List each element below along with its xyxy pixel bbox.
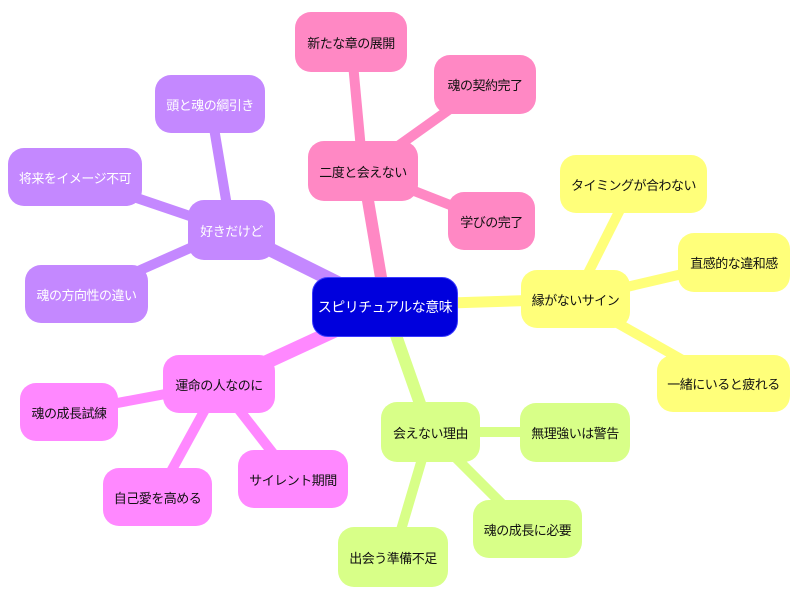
leaf-node-learning-complete[interactable]: 学びの完了 bbox=[448, 192, 535, 250]
node-label: 二度と会えない bbox=[319, 165, 407, 181]
node-label: 出会う準備不足 bbox=[349, 551, 437, 567]
node-label: 無理強いは警告 bbox=[531, 427, 619, 442]
leaf-node-soul-contract-complete[interactable]: 魂の契約完了 bbox=[434, 55, 536, 114]
node-label: 運命の人なのに bbox=[175, 378, 263, 394]
leaf-node-raise-self-love[interactable]: 自己愛を高める bbox=[103, 468, 212, 526]
node-label: 会えない理由 bbox=[392, 426, 469, 442]
leaf-node-silent-period[interactable]: サイレント期間 bbox=[238, 450, 348, 508]
node-label: 新たな章の展開 bbox=[307, 36, 395, 52]
node-label: 魂の成長試練 bbox=[31, 406, 107, 422]
node-label: 将来をイメージ不可 bbox=[18, 171, 132, 187]
leaf-node-tired-together[interactable]: 一緒にいると疲れる bbox=[657, 355, 790, 412]
central-topic-label: スピリチュアルな意味 bbox=[317, 300, 453, 316]
leaf-node-soul-direction-difference[interactable]: 魂の方向性の違い bbox=[25, 265, 148, 323]
branch-node-destined-person[interactable]: 運命の人なのに bbox=[163, 355, 275, 413]
leaf-node-timing-mismatch[interactable]: タイミングが合わない bbox=[560, 155, 707, 213]
node-label: 一緒にいると疲れる bbox=[667, 378, 780, 393]
node-label: 自己愛を高める bbox=[113, 491, 202, 507]
leaf-node-not-ready-to-meet[interactable]: 出会う準備不足 bbox=[338, 527, 448, 587]
branch-node-like-but[interactable]: 好きだけど bbox=[188, 200, 275, 260]
node-label: 頭と魂の綱引き bbox=[166, 98, 254, 114]
node-label: 魂の契約完了 bbox=[447, 79, 523, 94]
leaf-node-needed-for-soul-growth[interactable]: 魂の成長に必要 bbox=[473, 500, 582, 558]
node-label: 直感的な違和感 bbox=[690, 257, 778, 272]
node-label: 好きだけど bbox=[200, 224, 263, 240]
node-label: タイミングが合わない bbox=[570, 178, 697, 194]
central-topic-node[interactable]: スピリチュアルな意味 bbox=[312, 277, 458, 337]
branch-node-reason-cannot-meet[interactable]: 会えない理由 bbox=[381, 402, 480, 462]
leaf-node-soul-growth-trial[interactable]: 魂の成長試練 bbox=[20, 383, 118, 441]
branch-node-no-fate-sign[interactable]: 縁がないサイン bbox=[521, 270, 630, 328]
leaf-node-cannot-imagine-future[interactable]: 将来をイメージ不可 bbox=[8, 148, 142, 206]
leaf-node-head-soul-tug[interactable]: 頭と魂の綱引き bbox=[155, 75, 265, 133]
node-label: 縁がないサイン bbox=[531, 293, 620, 309]
leaf-node-forcing-is-warning[interactable]: 無理強いは警告 bbox=[520, 403, 630, 462]
leaf-node-intuitive-discomfort[interactable]: 直感的な違和感 bbox=[678, 233, 790, 292]
node-label: 学びの完了 bbox=[460, 215, 523, 231]
node-label: サイレント期間 bbox=[249, 473, 337, 489]
leaf-node-new-chapter[interactable]: 新たな章の展開 bbox=[295, 12, 407, 72]
branch-node-never-meet-again[interactable]: 二度と会えない bbox=[308, 141, 418, 201]
node-label: 魂の成長に必要 bbox=[483, 523, 572, 539]
node-label: 魂の方向性の違い bbox=[36, 288, 137, 304]
